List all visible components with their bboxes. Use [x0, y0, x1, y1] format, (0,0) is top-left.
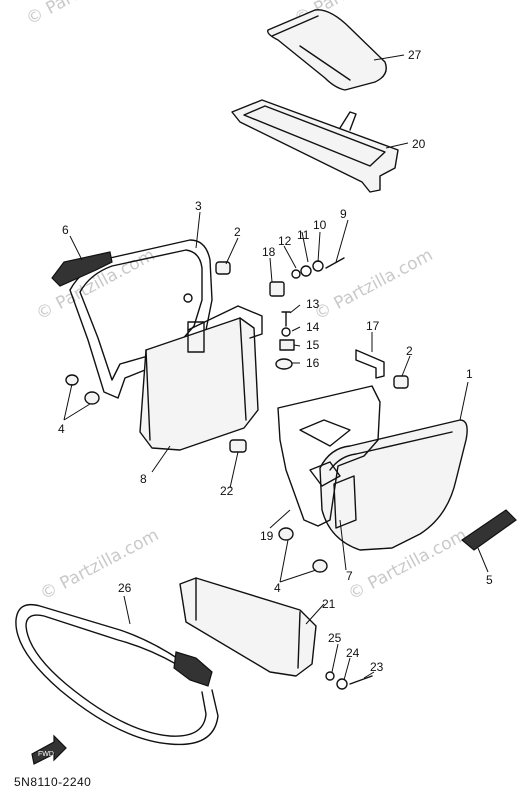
part-8-battery-box — [139, 305, 263, 451]
callout-18: 18 — [262, 245, 276, 259]
callout-26: 26 — [118, 581, 132, 595]
leader-lines — [63, 54, 489, 681]
callout-9: 9 — [340, 207, 347, 221]
callout-19: 19 — [260, 529, 274, 543]
callout-14: 14 — [306, 320, 320, 334]
callout-22: 22 — [220, 484, 234, 498]
callout-2a: 2 — [234, 225, 241, 239]
callout-24: 24 — [346, 646, 360, 660]
callout-20: 20 — [412, 137, 426, 151]
part-1-right-cover — [319, 419, 468, 551]
callout-16: 16 — [306, 356, 320, 370]
watermark-text: © Partzilla.com — [23, 0, 148, 29]
callout-21: 21 — [322, 597, 336, 611]
callout-5: 5 — [486, 573, 493, 587]
part-6-emblem — [51, 251, 113, 287]
part-5-emblem — [461, 509, 517, 551]
fwd-arrow-badge: FWD — [31, 734, 67, 765]
callout-27: 27 — [408, 48, 422, 62]
callout-7: 7 — [346, 569, 353, 583]
callout-13: 13 — [306, 297, 320, 311]
watermark-text: © Partzilla.com — [37, 525, 162, 604]
callout-labels: 1 2 2 3 4 4 5 6 7 8 9 10 11 12 13 14 15 … — [58, 48, 493, 674]
part-7-panel — [333, 475, 357, 529]
part-26-wire — [15, 603, 219, 746]
callout-23: 23 — [370, 660, 384, 674]
watermark-text: © Partzilla.com — [311, 245, 436, 324]
callout-12: 12 — [278, 234, 292, 248]
callout-25: 25 — [328, 631, 342, 645]
callout-1: 1 — [466, 367, 473, 381]
callout-3: 3 — [195, 199, 202, 213]
callout-2b: 2 — [406, 344, 413, 358]
callout-17: 17 — [366, 319, 380, 333]
part-27-pad — [267, 9, 387, 91]
part-21-duct — [179, 577, 317, 677]
callout-15: 15 — [306, 338, 320, 352]
callout-4b: 4 — [274, 581, 281, 595]
diagram-code: 5N8110-2240 — [14, 775, 92, 789]
callout-8: 8 — [140, 472, 147, 486]
part-20-tray — [231, 99, 399, 193]
callout-4a: 4 — [58, 422, 65, 436]
callout-11: 11 — [297, 228, 310, 242]
fwd-label: FWD — [38, 751, 54, 758]
callout-10: 10 — [313, 218, 327, 232]
callout-6: 6 — [62, 223, 69, 237]
part-17-clip — [355, 349, 385, 379]
